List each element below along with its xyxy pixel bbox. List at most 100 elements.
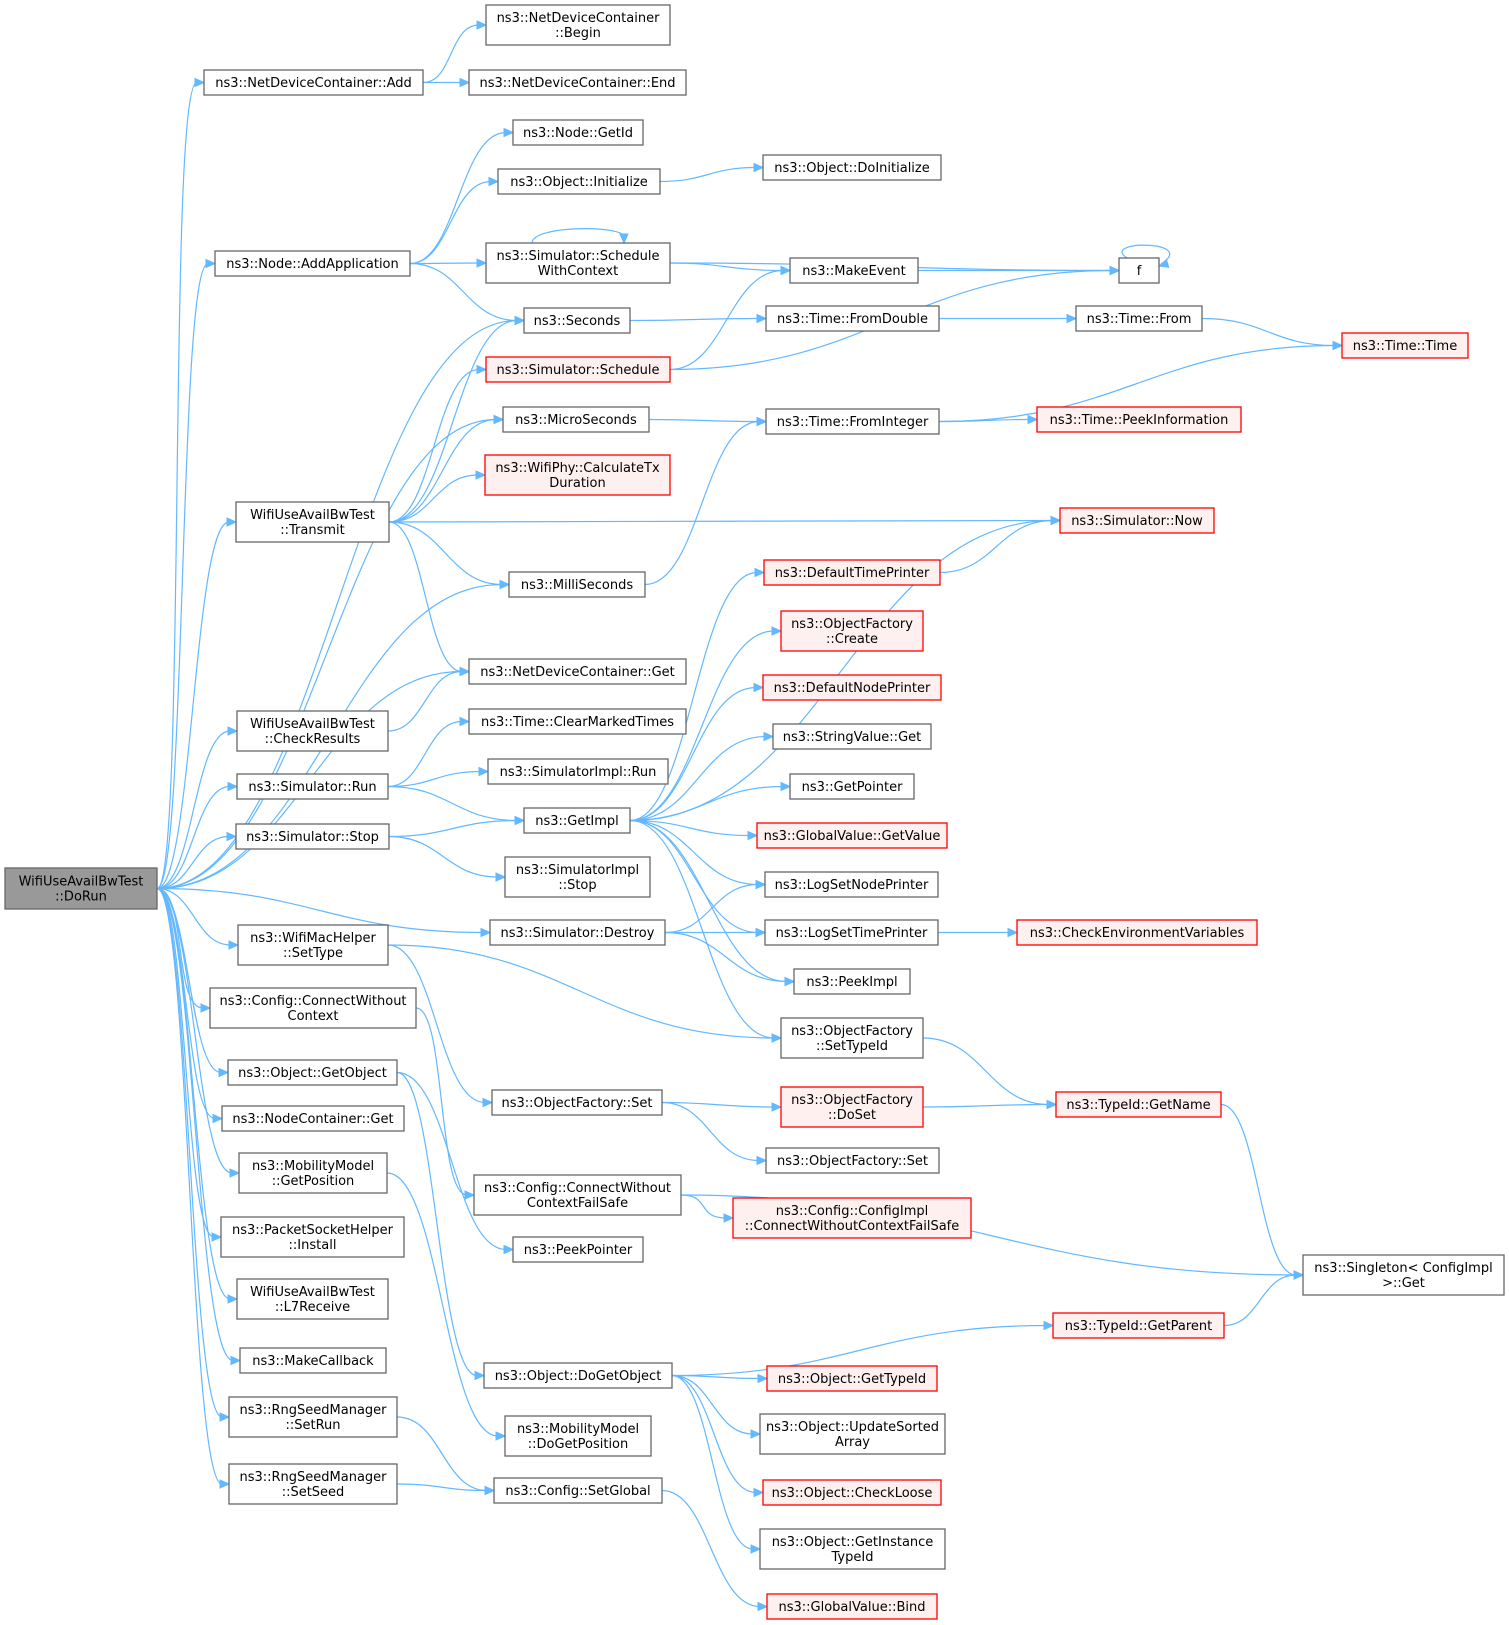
node-time_peekinfo[interactable]: ns3::Time::PeekInformation [1036, 406, 1242, 433]
node-box [484, 454, 671, 496]
node-getimpl[interactable]: ns3::GetImpl [523, 807, 631, 834]
node-of_settypeid[interactable]: ns3::ObjectFactory::SetTypeId [780, 1017, 924, 1059]
node-milliseconds[interactable]: ns3::MilliSeconds [508, 571, 646, 598]
node-time_fromint[interactable]: ns3::Time::FromInteger [765, 408, 940, 435]
node-of_doset[interactable]: ns3::ObjectFactory::DoSet [780, 1086, 924, 1128]
node-typeid_getname[interactable]: ns3::TypeId::GetName [1055, 1091, 1222, 1118]
node-sim_run[interactable]: ns3::Simulator::Run [236, 773, 389, 800]
node-box [780, 1017, 924, 1059]
node-config_setglobal[interactable]: ns3::Config::SetGlobal [493, 1477, 663, 1504]
node-gv_bind[interactable]: ns3::GlobalValue::Bind [766, 1593, 938, 1620]
node-obj_doinit[interactable]: ns3::Object::DoInitialize [762, 154, 942, 181]
node-label: ns3::NetDeviceContainer [497, 11, 661, 26]
node-typeid_getparent[interactable]: ns3::TypeId::GetParent [1052, 1312, 1225, 1339]
node-configimpl_cwcfs[interactable]: ns3::Config::ConfigImpl::ConnectWithoutC… [732, 1197, 972, 1239]
node-ndc_add[interactable]: ns3::NetDeviceContainer::Add [203, 69, 424, 96]
edges-layer [156, 20, 1344, 1612]
node-root[interactable]: WifiUseAvailBwTest::DoRun [4, 867, 158, 910]
edge-obj_init-to-obj_doinit [659, 162, 765, 183]
node-time_clearmarked[interactable]: ns3::Time::ClearMarkedTimes [468, 708, 687, 735]
node-config_cwcfs[interactable]: ns3::Config::ConnectWithoutContextFailSa… [473, 1174, 682, 1216]
node-obj_checkloose[interactable]: ns3::Object::CheckLoose [762, 1479, 942, 1506]
node-label: ns3::Time::Time [1353, 339, 1457, 354]
node-box [523, 807, 631, 834]
node-microseconds[interactable]: ns3::MicroSeconds [502, 406, 650, 433]
node-wifimac_settype[interactable]: ns3::WifiMacHelper::SetType [237, 924, 389, 966]
node-makecallback[interactable]: ns3::MakeCallback [239, 1347, 387, 1374]
node-deftimeprinter[interactable]: ns3::DefaultTimePrinter [763, 559, 941, 586]
node-obj_dogetobject[interactable]: ns3::Object::DoGetObject [483, 1362, 673, 1389]
node-box [491, 1089, 663, 1116]
edge-getimpl-to-deftimeprinter [629, 567, 766, 822]
node-label: ns3::Simulator::Now [1071, 514, 1203, 529]
node-sim_stop[interactable]: ns3::Simulator::Stop [235, 823, 390, 850]
node-obj_init[interactable]: ns3::Object::Initialize [497, 168, 661, 195]
node-box [235, 823, 390, 850]
node-label: ns3::Config::ConnectWithout [484, 1181, 671, 1196]
node-checkenv[interactable]: ns3::CheckEnvironmentVariables [1016, 919, 1258, 946]
node-node_addapp[interactable]: ns3::Node::AddApplication [214, 250, 411, 277]
node-nc_get[interactable]: ns3::NodeContainer::Get [221, 1105, 405, 1132]
edge-of_doset-to-typeid_getname [922, 1099, 1058, 1110]
node-box [487, 758, 669, 785]
edge-root-to-rng_setrun [156, 887, 231, 1422]
edge-of_set-to-of_set2 [661, 1101, 768, 1166]
node-logsettimeprinter[interactable]: ns3::LogSetTimePrinter [764, 919, 939, 946]
node-node_getid[interactable]: ns3::Node::GetId [512, 119, 644, 146]
node-peekpointer[interactable]: ns3::PeekPointer [512, 1236, 644, 1263]
node-sim_now[interactable]: ns3::Simulator::Now [1059, 507, 1215, 534]
node-of_set[interactable]: ns3::ObjectFactory::Set [491, 1089, 663, 1116]
node-config_cwc[interactable]: ns3::Config::ConnectWithoutContext [209, 987, 417, 1029]
node-f[interactable]: f [1118, 257, 1160, 284]
node-rng_setseed[interactable]: ns3::RngSeedManager::SetSeed [228, 1463, 398, 1505]
node-time_from[interactable]: ns3::Time::From [1075, 305, 1203, 332]
node-obj_getobject[interactable]: ns3::Object::GetObject [227, 1059, 398, 1086]
node-box [766, 1365, 938, 1392]
edge-logsettimeprinter-to-checkenv [938, 927, 1019, 938]
node-logsetnodeprinter[interactable]: ns3::LogSetNodePrinter [764, 871, 939, 898]
node-peekimpl[interactable]: ns3::PeekImpl [793, 968, 911, 995]
node-box [485, 242, 671, 284]
node-getpointer[interactable]: ns3::GetPointer [789, 773, 915, 800]
node-sim_destroy[interactable]: ns3::Simulator::Destroy [489, 919, 666, 946]
node-box [765, 408, 940, 435]
node-box [1341, 332, 1469, 359]
node-singleton_get[interactable]: ns3::Singleton< ConfigImpl>::Get [1302, 1254, 1505, 1296]
edge-getimpl-to-stringvalue_get [629, 731, 775, 822]
node-defnodeprinter[interactable]: ns3::DefaultNodePrinter [762, 674, 942, 701]
node-stringvalue_get[interactable]: ns3::StringValue::Get [772, 723, 932, 750]
node-sim_sched[interactable]: ns3::Simulator::Schedule [485, 356, 671, 383]
node-mm_getpos[interactable]: ns3::MobilityModel::GetPosition [238, 1152, 388, 1194]
node-checkresults[interactable]: WifiUseAvailBwTest::CheckResults [236, 710, 389, 752]
node-simimpl_run[interactable]: ns3::SimulatorImpl::Run [487, 758, 669, 785]
node-label: ns3::MakeEvent [802, 264, 906, 279]
node-mm_dogetpos[interactable]: ns3::MobilityModel::DoGetPosition [504, 1415, 652, 1457]
node-of_set2[interactable]: ns3::ObjectFactory::Set [765, 1147, 940, 1174]
node-time_time[interactable]: ns3::Time::Time [1341, 332, 1469, 359]
node-ndc_end[interactable]: ns3::NetDeviceContainer::End [468, 69, 687, 96]
node-label: ns3::ObjectFactory [791, 617, 913, 632]
node-psh_install[interactable]: ns3::PacketSocketHelper::Install [220, 1216, 405, 1258]
node-seconds[interactable]: ns3::Seconds [523, 307, 631, 334]
node-gv_getvalue[interactable]: ns3::GlobalValue::GetValue [756, 822, 948, 849]
node-of_create[interactable]: ns3::ObjectFactory::Create [780, 610, 924, 652]
nodes-layer: WifiUseAvailBwTest::DoRun ns3::NetDeviceC… [4, 4, 1505, 1620]
node-makeevent[interactable]: ns3::MakeEvent [789, 257, 919, 284]
node-rng_setrun[interactable]: ns3::RngSeedManager::SetRun [228, 1396, 398, 1438]
node-box [4, 867, 158, 910]
node-simimpl_stop[interactable]: ns3::SimulatorImpl::Stop [504, 856, 651, 898]
edge-root-to-rng_setseed [156, 887, 231, 1489]
node-ndc_get[interactable]: ns3::NetDeviceContainer::Get [468, 658, 687, 685]
edge-getimpl-to-defnodeprinter [629, 682, 765, 822]
node-label: ns3::SimulatorImpl [516, 863, 639, 878]
node-transmit[interactable]: WifiUseAvailBwTest::Transmit [235, 501, 390, 543]
node-label: TypeId [831, 1550, 874, 1565]
node-l7receive[interactable]: WifiUseAvailBwTest::L7Receive [236, 1278, 389, 1320]
node-time_fromdouble[interactable]: ns3::Time::FromDouble [765, 305, 940, 332]
node-ndc_begin[interactable]: ns3::NetDeviceContainer::Begin [485, 4, 671, 46]
node-obj_gettypeid[interactable]: ns3::Object::GetTypeId [766, 1365, 938, 1392]
